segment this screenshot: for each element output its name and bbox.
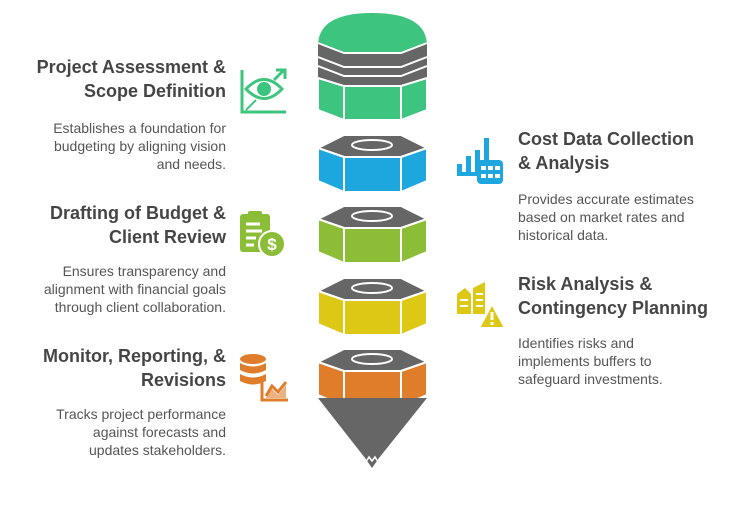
desc-line: Provides accurate estimates [518,191,694,207]
clipboard-dollar-icon: $ [240,211,286,258]
desc-line: safeguard investments. [518,371,663,387]
step-3-title: Drafting of Budget & Client Review [50,201,226,249]
bar-chart-calculator-icon [457,138,503,184]
desc-line: against forecasts and [92,424,226,440]
title-line: & Analysis [518,153,610,173]
segment-5 [315,348,430,408]
desc-line: and needs. [156,156,226,172]
step-4-title: Risk Analysis & Contingency Planning [518,272,708,320]
title-line: Contingency Planning [518,298,709,318]
desc-line: implements buffers to [518,353,652,369]
desc-line: through client collaboration. [54,299,226,315]
step-2-description: Provides accurate estimates based on mar… [518,190,694,244]
desc-line: alignment with financial goals [43,281,226,297]
segment-hole [351,210,393,222]
step-4-description: Identifies risks and implements buffers … [518,334,663,388]
title-line: Monitor, Reporting, & [43,346,226,366]
desc-line: Ensures transparency and [62,263,226,279]
segment-hole [351,139,393,151]
title-line: Client Review [108,227,226,247]
desc-line: updates stakeholders. [89,442,226,458]
eye-growth-icon [240,68,287,114]
svg-text:$: $ [267,235,277,254]
segment-1-eraser [317,13,428,122]
desc-line: based on market rates and [518,209,685,225]
desc-line: Establishes a foundation for [53,120,226,136]
database-chart-icon [240,354,288,402]
step-2-title: Cost Data Collection & Analysis [518,127,694,175]
title-line: Project Assessment & [36,57,226,77]
title-line: Risk Analysis & [518,274,653,294]
buildings-warning-icon [457,282,507,329]
pencil-tip [318,398,427,468]
desc-line: historical data. [518,227,609,243]
step-5-description: Tracks project performance against forec… [56,405,226,459]
step-5-title: Monitor, Reporting, & Revisions [43,344,226,392]
step-1-title: Project Assessment & Scope Definition [37,55,226,103]
title-line: Scope Definition [83,81,226,101]
title-line: Revisions [140,370,226,390]
segment-4 [315,277,430,337]
step-1-description: Establishes a foundation for budgeting b… [53,119,226,173]
desc-line: Tracks project performance [56,406,226,422]
segment-hole [351,353,393,365]
segment-2 [315,134,430,194]
title-line: Drafting of Budget & [50,203,226,223]
desc-line: Identifies risks and [518,335,634,351]
segment-hole [351,282,393,294]
step-3-description: Ensures transparency and alignment with … [44,262,226,316]
desc-line: budgeting by aligning vision [53,138,226,154]
title-line: Cost Data Collection [518,129,695,149]
segment-3 [315,205,430,265]
